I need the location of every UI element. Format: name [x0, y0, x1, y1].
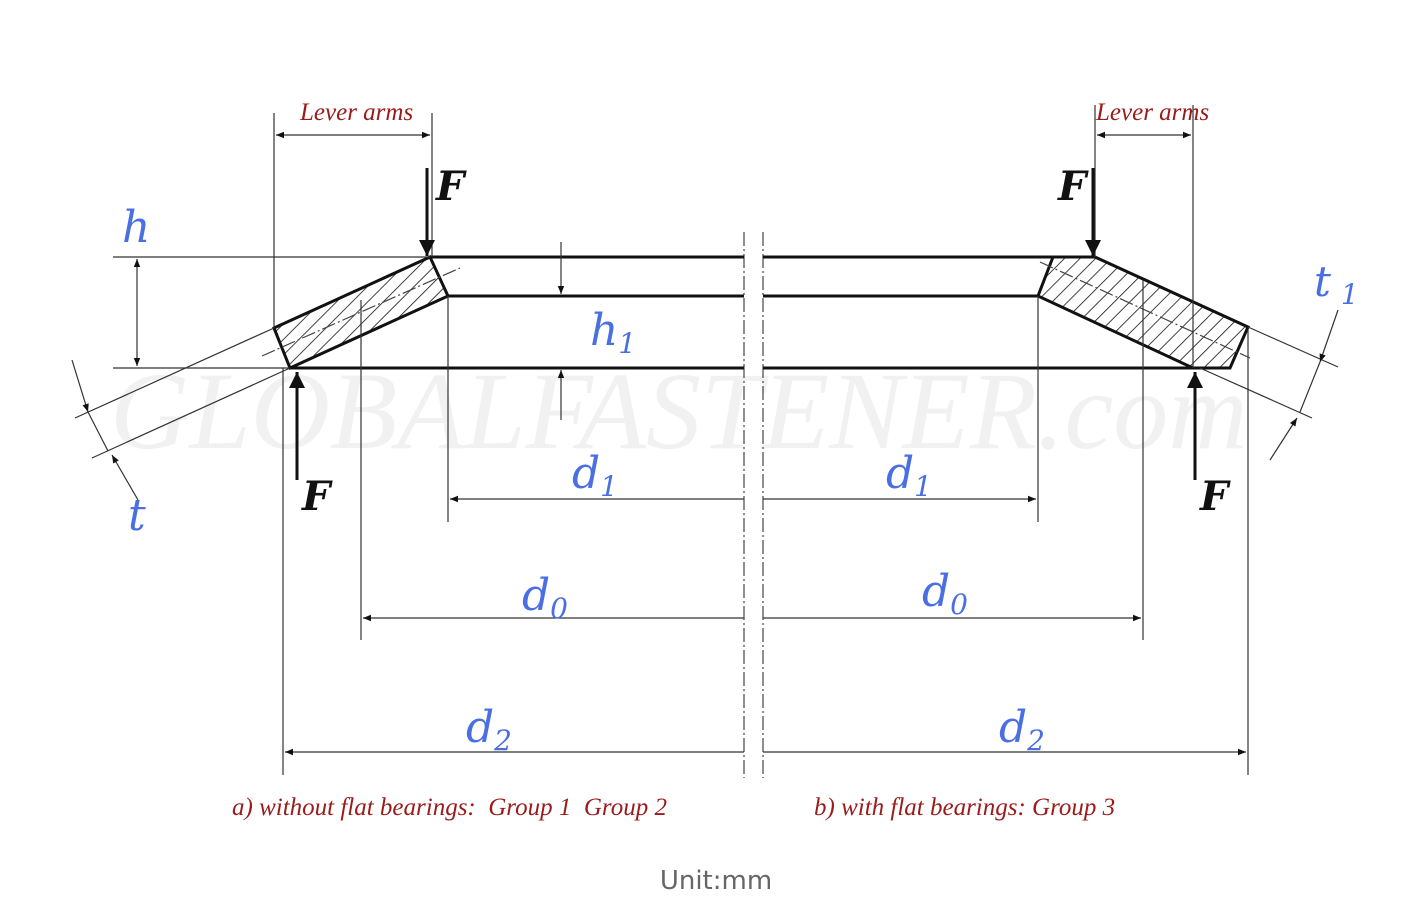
force-label: F [301, 473, 333, 520]
unit-label: Unit:mm [659, 866, 773, 896]
left-section-centerline [261, 267, 461, 357]
caption-a: a) without flat bearings: Group 1 Group … [232, 794, 667, 821]
washer-body-lines [290, 255, 1230, 370]
force-label: F [1057, 163, 1089, 210]
force-label: F [435, 163, 467, 210]
right-section-centerline [1039, 261, 1251, 359]
lever-arms-label-left: Lever arms [299, 99, 413, 126]
label-d0-left: d0 [522, 570, 568, 625]
watermark: GLOBALFASTENER.com [110, 350, 1248, 472]
label-h1: h1 [590, 305, 636, 360]
label-h: h [122, 202, 150, 253]
lever-arms-label-right: Lever arms [1095, 99, 1209, 126]
caption-b: b) with flat bearings: Group 3 [814, 794, 1115, 821]
force-label: F [1199, 473, 1231, 520]
label-d2-right: d2 [999, 702, 1045, 757]
label-t: t [128, 490, 146, 541]
label-d0-right: d0 [922, 566, 968, 621]
label-d2-left: d2 [466, 702, 512, 757]
extension-lines [74, 105, 1339, 775]
label-d1-right: d1 [886, 448, 932, 503]
label-d1-left: d1 [572, 448, 618, 503]
dimension-lines [71, 131, 1339, 756]
